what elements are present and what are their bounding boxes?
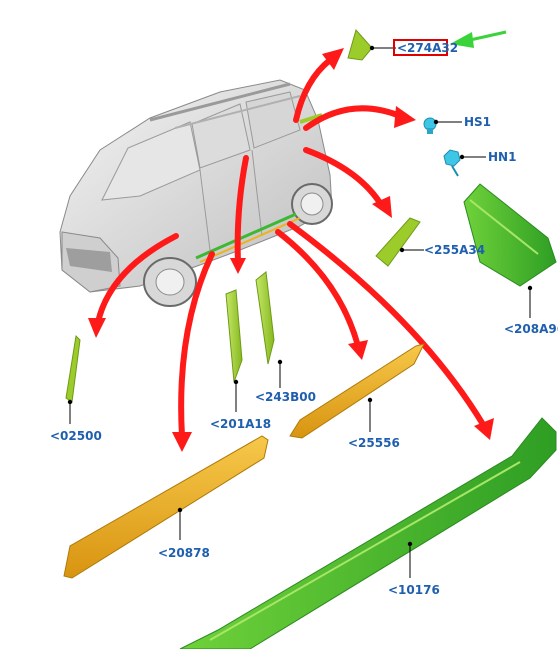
part-255A34[interactable] (375, 217, 421, 267)
green-pointer-arrow (450, 30, 507, 48)
part-243B00[interactable] (255, 271, 275, 365)
callout-255A34: <255A34 (399, 243, 485, 257)
label-208A96[interactable]: <208A96 (504, 322, 558, 336)
callout-201A18: <201A18 (210, 379, 271, 431)
callout-243B00: <243B00 (255, 359, 316, 404)
part-HN1-nut[interactable] (443, 149, 461, 177)
callout-HS1: HS1 (433, 115, 491, 129)
label-20878[interactable]: <20878 (158, 546, 210, 560)
callout-HN1: HN1 (459, 150, 516, 164)
label-243B00[interactable]: <243B00 (255, 390, 316, 404)
callout-02500: <02500 (50, 399, 102, 443)
part-208A96[interactable] (463, 183, 557, 287)
highlight-box (393, 39, 448, 56)
callout-208A96: <208A96 (504, 285, 558, 336)
label-274A32[interactable]: <274A32 (397, 41, 458, 55)
red-callout-arrows (88, 48, 494, 452)
part-25556[interactable] (289, 343, 425, 439)
callout-10176: <10176 (388, 541, 440, 597)
label-02500[interactable]: <02500 (50, 429, 102, 443)
label-201A18[interactable]: <201A18 (210, 417, 271, 431)
part-201A18[interactable] (225, 289, 243, 383)
part-10176[interactable] (179, 417, 557, 649)
part-HS1-clip[interactable] (423, 117, 437, 134)
part-20878[interactable] (63, 435, 269, 579)
callout-25556: <25556 (348, 397, 400, 450)
callout-274A32: <274A32 (369, 39, 458, 56)
part-274A32[interactable] (347, 28, 373, 61)
label-255A34[interactable]: <255A34 (424, 243, 485, 257)
vehicle-illustration (59, 79, 333, 307)
part-02500[interactable] (65, 334, 81, 403)
label-25556[interactable]: <25556 (348, 436, 400, 450)
callout-20878: <20878 (158, 507, 210, 560)
label-HN1[interactable]: HN1 (488, 150, 516, 164)
label-HS1[interactable]: HS1 (464, 115, 491, 129)
label-10176[interactable]: <10176 (388, 583, 440, 597)
